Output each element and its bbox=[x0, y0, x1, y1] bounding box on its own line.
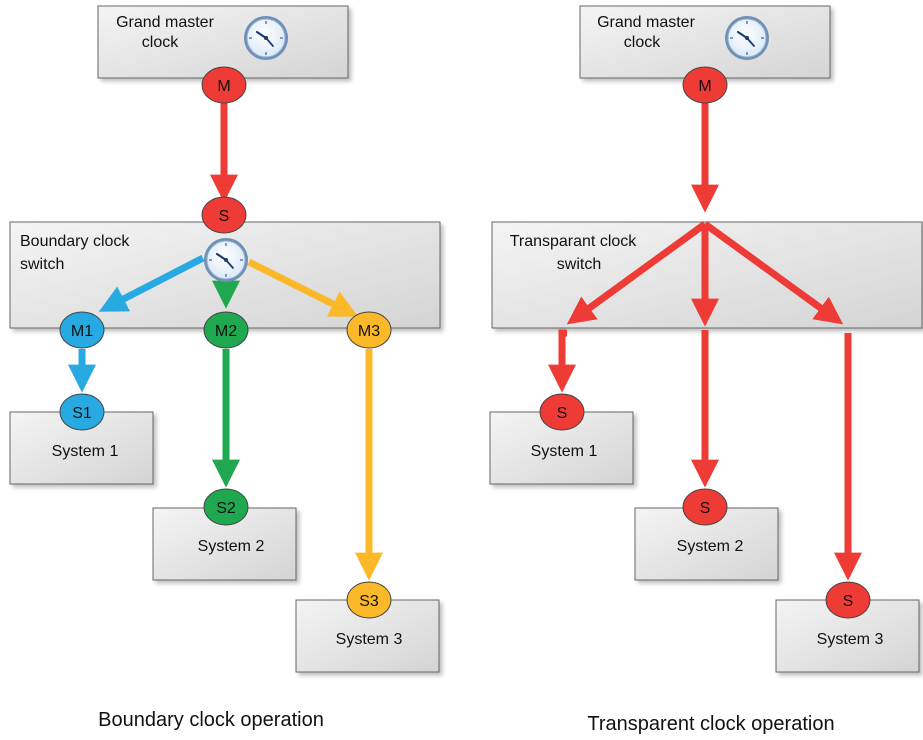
slave-s3-node: S3 bbox=[346, 581, 392, 619]
boundary-switch-label-line2: switch bbox=[20, 256, 64, 273]
left-gm-master-node: M bbox=[201, 66, 247, 104]
left-system-3-label: System 3 bbox=[336, 631, 403, 648]
right-slave-node-1: S bbox=[539, 393, 585, 431]
right-system-3-label: System 3 bbox=[817, 631, 884, 648]
right-gm-master-node: M bbox=[682, 66, 728, 104]
right-to-system-1-arrow bbox=[548, 329, 576, 393]
left-blue-arrow-to-m1 bbox=[98, 254, 205, 312]
slave-s2-node: S2 bbox=[203, 488, 249, 526]
boundary-caption: Boundary clock operation bbox=[98, 709, 324, 731]
left-grandmaster-label-line1: Grand master bbox=[116, 14, 214, 31]
slave-s2-label: S2 bbox=[216, 500, 236, 517]
clock-icon bbox=[204, 238, 248, 282]
right-grandmaster-label-line1: Grand master bbox=[597, 14, 695, 31]
left-system-2-label: System 2 bbox=[198, 538, 265, 555]
slave-s1-label: S1 bbox=[72, 405, 92, 422]
clock-icon bbox=[244, 16, 288, 60]
left-switch-slave-node: S bbox=[201, 196, 247, 234]
left-yellow-arrow-to-m3 bbox=[247, 258, 359, 317]
transparent-red-arrows bbox=[548, 101, 862, 581]
boundary-switch-label-line1: Boundary clock bbox=[20, 233, 130, 250]
right-system-box-2: System 2 bbox=[634, 507, 779, 581]
right-branch-arrow-1 bbox=[566, 221, 708, 325]
slave-s1-node: S1 bbox=[59, 393, 105, 431]
transparent-caption: Transparent clock operation bbox=[587, 713, 834, 735]
right-slave-node-2-label: S bbox=[700, 500, 711, 517]
left-gm-master-node-label: M bbox=[217, 78, 230, 95]
right-slave-node-1-label: S bbox=[557, 405, 568, 422]
transparent-clock-diagram: Grand master clock Transparant clock swi… bbox=[489, 5, 923, 735]
left-system-1-label: System 1 bbox=[52, 443, 119, 460]
port-m3-label: M3 bbox=[358, 323, 380, 340]
clock-icon bbox=[725, 16, 769, 60]
port-m2-node: M2 bbox=[203, 311, 249, 349]
right-grandmaster-box: Grand master clock bbox=[579, 5, 831, 79]
port-m1-node: M1 bbox=[59, 311, 105, 349]
right-system-2-label: System 2 bbox=[677, 538, 744, 555]
port-m1-label: M1 bbox=[71, 323, 93, 340]
left-switch-slave-node-label: S bbox=[219, 208, 230, 225]
transparent-switch-label-line2: switch bbox=[557, 256, 601, 273]
transparent-switch-label-line1: Transparant clock bbox=[510, 233, 638, 250]
left-grandmaster-box: Grand master clock bbox=[97, 5, 349, 79]
right-grandmaster-label-line2: clock bbox=[624, 34, 661, 51]
port-m3-node: M3 bbox=[346, 311, 392, 349]
right-gm-master-node-label: M bbox=[698, 78, 711, 95]
left-grandmaster-label-line2: clock bbox=[142, 34, 179, 51]
right-slave-node-3: S bbox=[825, 581, 871, 619]
right-system-1-label: System 1 bbox=[531, 443, 598, 460]
port-m2-label: M2 bbox=[215, 323, 237, 340]
right-branch-arrow-3 bbox=[702, 221, 844, 325]
right-slave-node-3-label: S bbox=[843, 593, 854, 610]
right-slave-node-2: S bbox=[682, 488, 728, 526]
boundary-clock-diagram: Grand master clock Boundary clock switch bbox=[9, 5, 441, 731]
slave-s3-label: S3 bbox=[359, 593, 379, 610]
